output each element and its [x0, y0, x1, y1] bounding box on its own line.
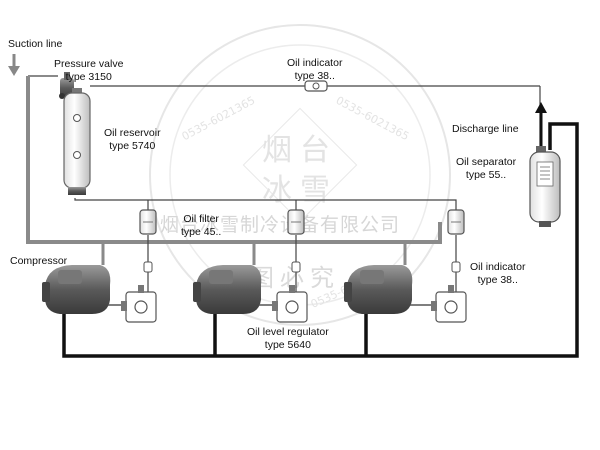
oil-filter-1 — [139, 209, 157, 235]
oil-indicator-right-type: type 38.. — [477, 274, 518, 286]
pressure-valve-label: Pressure valve type 3150 — [54, 58, 123, 84]
oil-filter-name: Oil filter — [183, 213, 219, 225]
oil-filter-label: Oil filter type 45.. — [181, 213, 221, 239]
oil-filter-2 — [287, 209, 305, 235]
pressure-valve-type: type 3150 — [65, 71, 112, 83]
oil-level-regulator-2 — [272, 285, 308, 323]
oil-reservoir-label: Oil reservoir type 5740 — [104, 127, 161, 153]
oil-filter-3 — [447, 209, 465, 235]
compressor-suction-stubs — [101, 242, 407, 265]
oil-filter-type: type 45.. — [181, 226, 222, 238]
discharge-line-label: Discharge line — [452, 123, 519, 135]
discharge-arrow — [535, 102, 547, 150]
oil-separator-type: type 55.. — [465, 169, 507, 181]
oil-level-regulator-type: type 5640 — [264, 339, 311, 351]
oil-level-regulator-3 — [431, 285, 467, 323]
oil-level-regulator-label: Oil level regulator type 5640 — [247, 326, 329, 352]
oil-reservoir — [63, 88, 91, 195]
compressor-2 — [193, 265, 262, 314]
oil-separator-label: Oil separator type 55.. — [456, 156, 516, 182]
compressor-label: Compressor — [10, 255, 68, 267]
sight-glasses — [143, 261, 461, 273]
pressure-valve-name: Pressure valve — [54, 58, 124, 70]
oil-separator-name: Oil separator — [456, 156, 517, 168]
suction-pipe — [26, 75, 442, 244]
oil-level-regulator-name: Oil level regulator — [247, 326, 329, 338]
compressor-1 — [42, 265, 111, 314]
oil-indicator-top-type: type 38.. — [294, 70, 335, 82]
oil-reservoir-type: type 5740 — [109, 140, 156, 152]
suction-line-label: Suction line — [8, 38, 63, 50]
oil-indicator-top — [304, 80, 328, 92]
suction-arrow — [8, 54, 20, 76]
oil-indicator-top-name: Oil indicator — [287, 57, 343, 69]
oil-distribution-line — [74, 198, 457, 210]
compressor-3 — [344, 265, 413, 314]
oil-indicator-top-label: Oil indicator type 38.. — [287, 57, 342, 83]
oil-indicator-right-name: Oil indicator — [470, 261, 526, 273]
oil-reservoir-name: Oil reservoir — [104, 127, 161, 139]
discharge-line — [62, 122, 579, 358]
oil-level-regulator-1 — [121, 285, 157, 323]
oil-separator — [529, 146, 561, 227]
oil-indicator-right-label: Oil indicator type 38.. — [470, 261, 525, 287]
watermark-seal-top: 烟台 — [262, 133, 338, 168]
watermark-company: 烟台冰雪制冷设备有限公司 — [160, 214, 401, 236]
